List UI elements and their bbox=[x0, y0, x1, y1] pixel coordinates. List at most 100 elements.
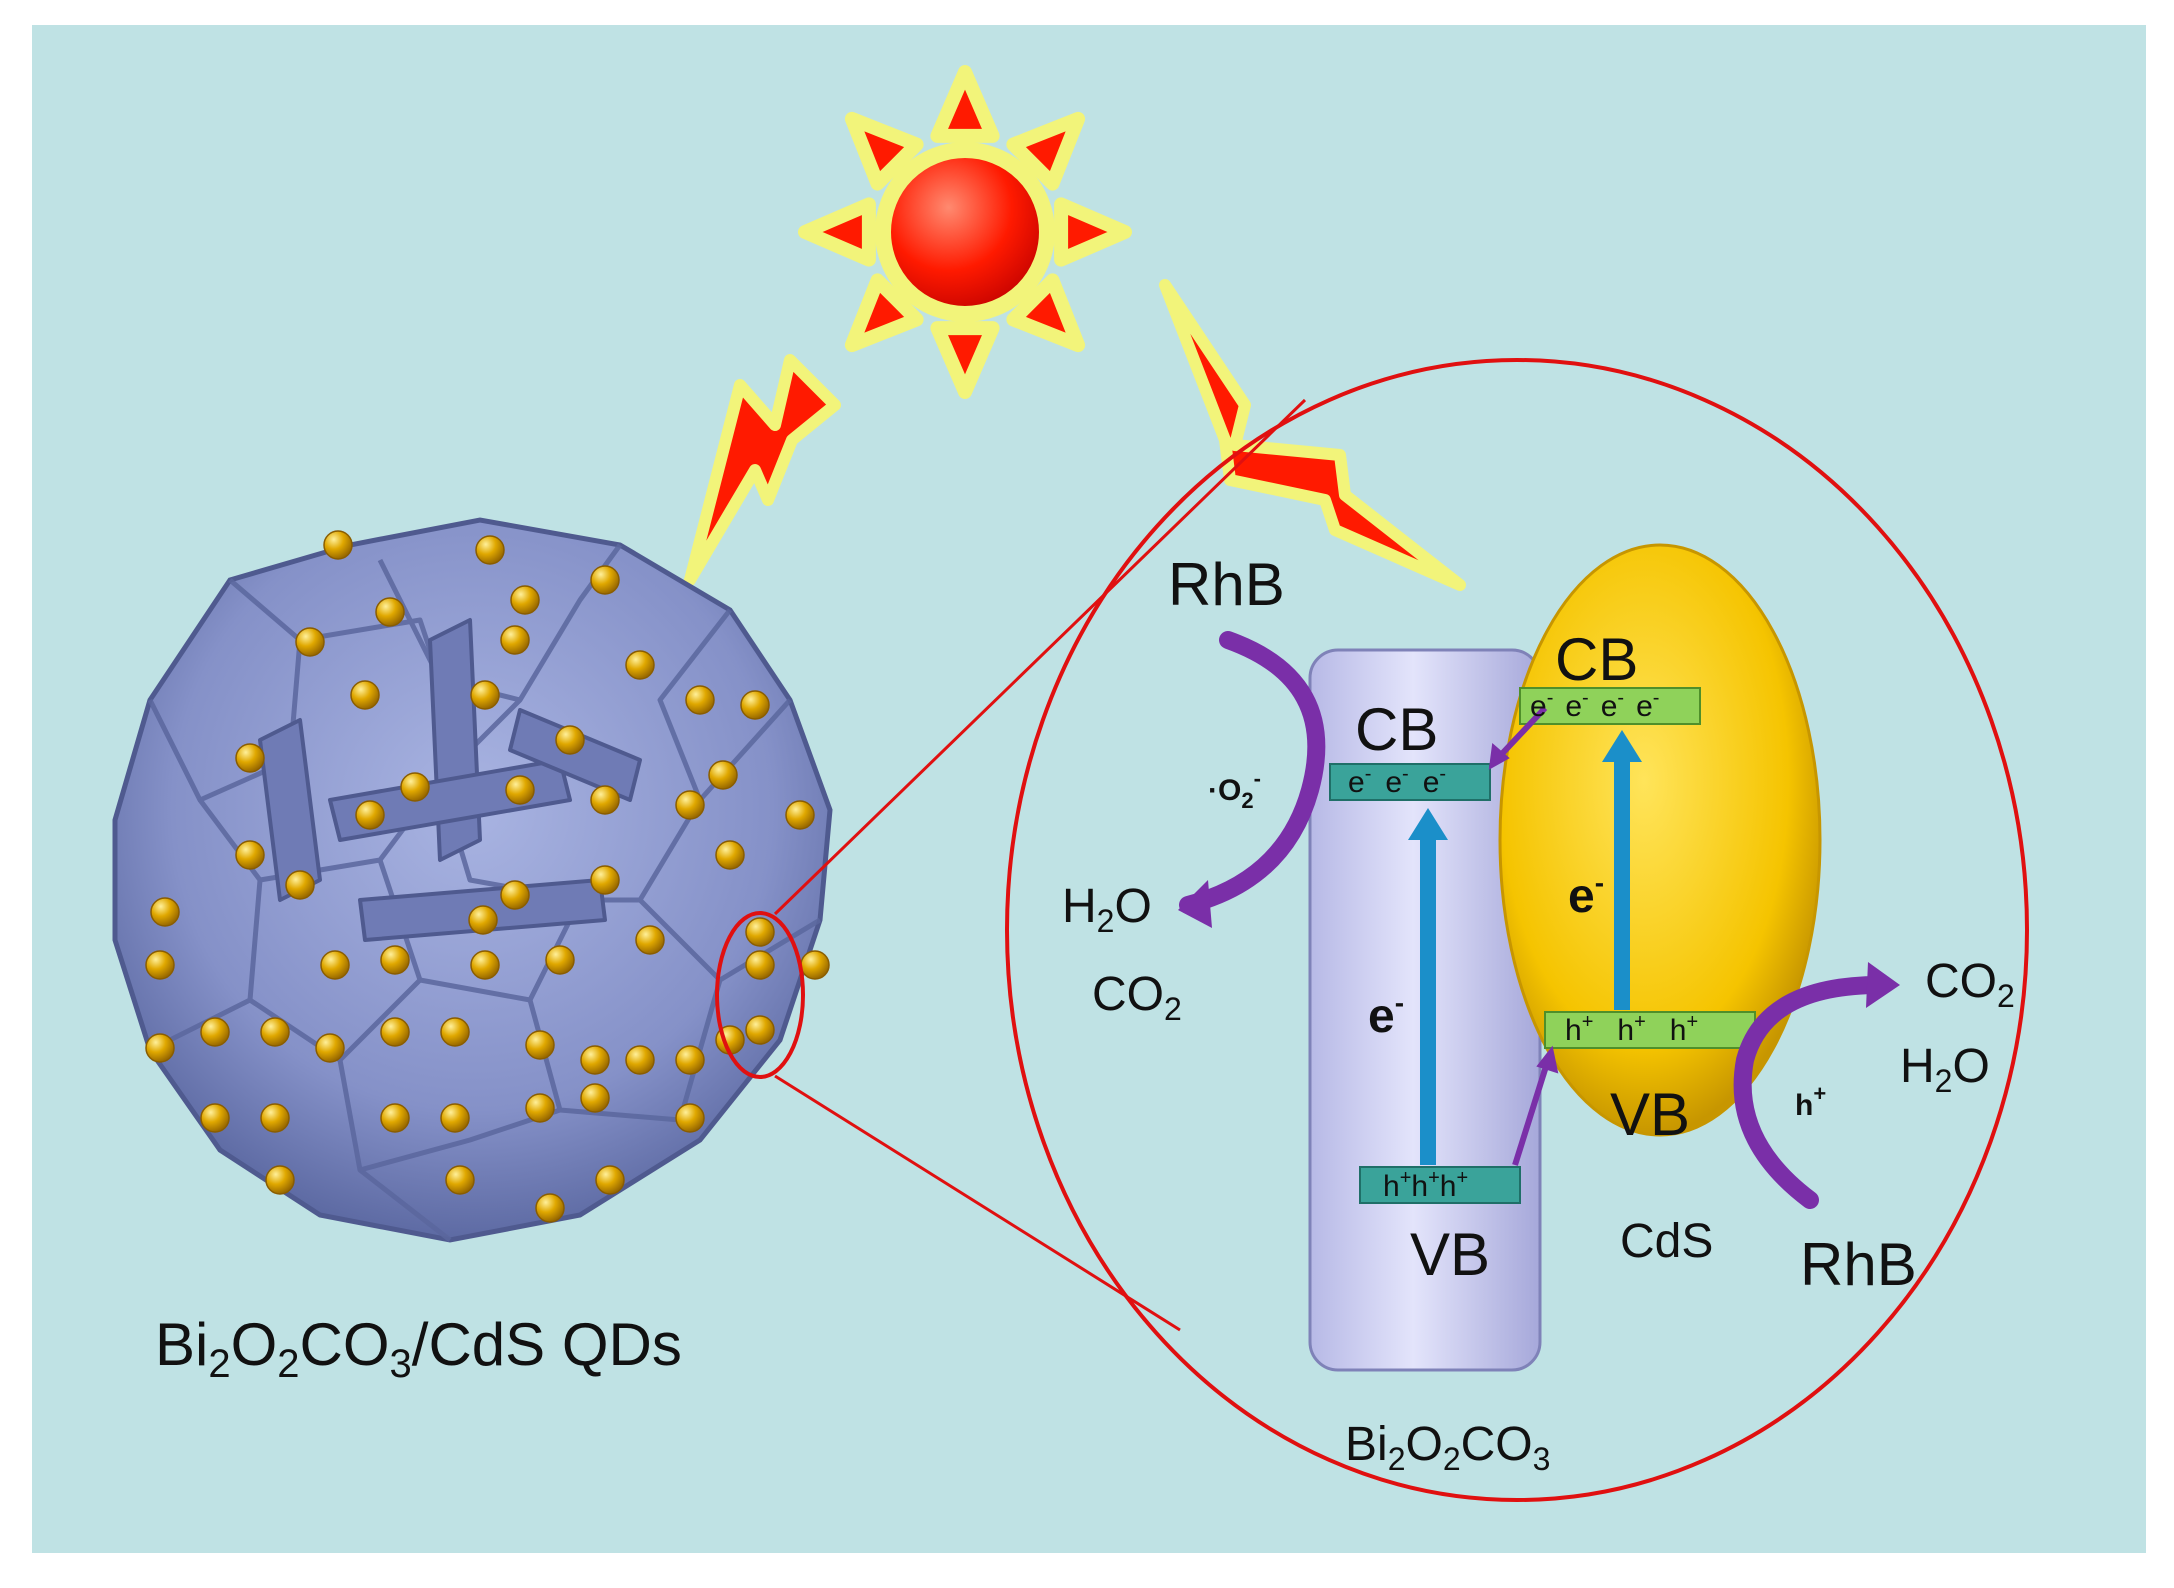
quantum-dot bbox=[200, 1103, 230, 1133]
quantum-dot bbox=[745, 1015, 775, 1045]
quantum-dot bbox=[675, 1045, 705, 1075]
quantum-dot bbox=[295, 627, 325, 657]
right-co2-label: CO2 bbox=[1925, 955, 2015, 1014]
quantum-dot bbox=[625, 650, 655, 680]
quantum-dot bbox=[150, 897, 180, 927]
quantum-dot bbox=[675, 1103, 705, 1133]
quantum-dot bbox=[590, 785, 620, 815]
sun-ray bbox=[844, 111, 924, 191]
magnifier-connector-top bbox=[773, 398, 1307, 916]
quantum-dot bbox=[470, 950, 500, 980]
quantum-dot bbox=[468, 905, 498, 935]
quantum-dot bbox=[580, 1083, 610, 1113]
quantum-dot bbox=[505, 775, 535, 805]
hole-oxidant-label: h+ bbox=[1795, 1081, 1826, 1122]
quantum-dot bbox=[500, 625, 530, 655]
left-co2-label: CO2 bbox=[1092, 968, 1182, 1027]
quantum-dot bbox=[235, 743, 265, 773]
quantum-dot bbox=[525, 1093, 555, 1123]
cds-cb-band bbox=[1519, 687, 1701, 725]
quantum-dot bbox=[200, 1017, 230, 1047]
quantum-dot bbox=[380, 945, 410, 975]
lightning-right-icon bbox=[1159, 279, 1466, 591]
sun-ray bbox=[1054, 197, 1132, 267]
cds-cb-label: CB bbox=[1555, 626, 1638, 693]
quantum-dot bbox=[470, 680, 500, 710]
quantum-dot bbox=[260, 1103, 290, 1133]
bi2o2co3-cb-band bbox=[1329, 763, 1491, 801]
composite-label: Bi2O2CO3/CdS QDs bbox=[155, 1311, 682, 1386]
bi2o2co3-cb-label: CB bbox=[1355, 696, 1438, 763]
quantum-dot bbox=[715, 840, 745, 870]
quantum-dot bbox=[800, 950, 830, 980]
quantum-dot bbox=[145, 950, 175, 980]
sun-ray bbox=[1006, 273, 1086, 353]
bi2o2co3-label: Bi2O2CO3 bbox=[1345, 1418, 1550, 1477]
cds-transition-label: e- bbox=[1568, 867, 1604, 923]
bi2o2co3-vb-band bbox=[1359, 1166, 1521, 1204]
sun-ray bbox=[844, 273, 924, 353]
quantum-dot bbox=[545, 945, 575, 975]
cds-excitation-arrow bbox=[1602, 730, 1642, 1010]
quantum-dot bbox=[380, 1017, 410, 1047]
quantum-dot bbox=[635, 925, 665, 955]
quantum-dot bbox=[535, 1193, 565, 1223]
quantum-dot bbox=[265, 1165, 295, 1195]
bi2o2co3-excitation-arrow bbox=[1408, 808, 1448, 1165]
quantum-dot bbox=[375, 597, 405, 627]
left-rhb-label: RhB bbox=[1168, 551, 1285, 618]
sun-ray bbox=[930, 65, 1000, 143]
right-rhb-label: RhB bbox=[1800, 1231, 1917, 1298]
quantum-dot bbox=[400, 772, 430, 802]
sun-ray bbox=[1006, 111, 1086, 191]
quantum-dot bbox=[440, 1103, 470, 1133]
quantum-dot bbox=[320, 950, 350, 980]
quantum-dot bbox=[745, 950, 775, 980]
bi2o2co3-vb-label: VB bbox=[1410, 1221, 1490, 1288]
quantum-dot bbox=[315, 1033, 345, 1063]
composite-particle bbox=[112, 517, 833, 1243]
magnifier-connector-bottom bbox=[774, 1074, 1181, 1332]
sun-icon bbox=[798, 65, 1132, 399]
quantum-dot bbox=[445, 1165, 475, 1195]
cds-vb-label: VB bbox=[1610, 1081, 1690, 1148]
quantum-dot bbox=[525, 1030, 555, 1060]
quantum-dot bbox=[235, 840, 265, 870]
quantum-dot bbox=[590, 565, 620, 595]
quantum-dot bbox=[580, 1045, 610, 1075]
quantum-dot bbox=[555, 725, 585, 755]
quantum-dot bbox=[590, 865, 620, 895]
sun-ray bbox=[930, 321, 1000, 399]
quantum-dot bbox=[475, 535, 505, 565]
hole-transfer-arrow bbox=[1512, 1045, 1559, 1166]
quantum-dot bbox=[595, 1165, 625, 1195]
quantum-dot bbox=[675, 790, 705, 820]
bi2o2co3-cb-electrons: e-e-e- bbox=[1348, 763, 1446, 799]
cds-cb-electrons: e-e-e-e- bbox=[1530, 687, 1659, 723]
quantum-dot bbox=[685, 685, 715, 715]
sun-ray bbox=[798, 197, 876, 267]
quantum-dot bbox=[145, 1033, 175, 1063]
quantum-dot bbox=[708, 760, 738, 790]
quantum-dot bbox=[785, 800, 815, 830]
bi2o2co3-vb-holes: h+h+h+ bbox=[1383, 1167, 1468, 1203]
magnifier-large-ellipse bbox=[1005, 358, 2029, 1502]
right-degradation-arrow bbox=[1733, 962, 1900, 1209]
quantum-dot bbox=[260, 1017, 290, 1047]
quantum-dot bbox=[625, 1045, 655, 1075]
quantum-dot bbox=[440, 1017, 470, 1047]
electron-transfer-arrow bbox=[1488, 705, 1548, 770]
quantum-dot bbox=[380, 1103, 410, 1133]
quantum-dot bbox=[350, 680, 380, 710]
quantum-dot bbox=[355, 800, 385, 830]
right-h2o-label: H2O bbox=[1900, 1040, 1990, 1099]
left-h2o-label: H2O bbox=[1062, 880, 1152, 939]
quantum-dot bbox=[740, 690, 770, 720]
quantum-dot bbox=[500, 880, 530, 910]
bi2o2co3-transition-label: e- bbox=[1368, 987, 1404, 1043]
quantum-dot bbox=[510, 585, 540, 615]
superoxide-label: ·O2- bbox=[1208, 766, 1261, 813]
quantum-dot bbox=[745, 917, 775, 947]
